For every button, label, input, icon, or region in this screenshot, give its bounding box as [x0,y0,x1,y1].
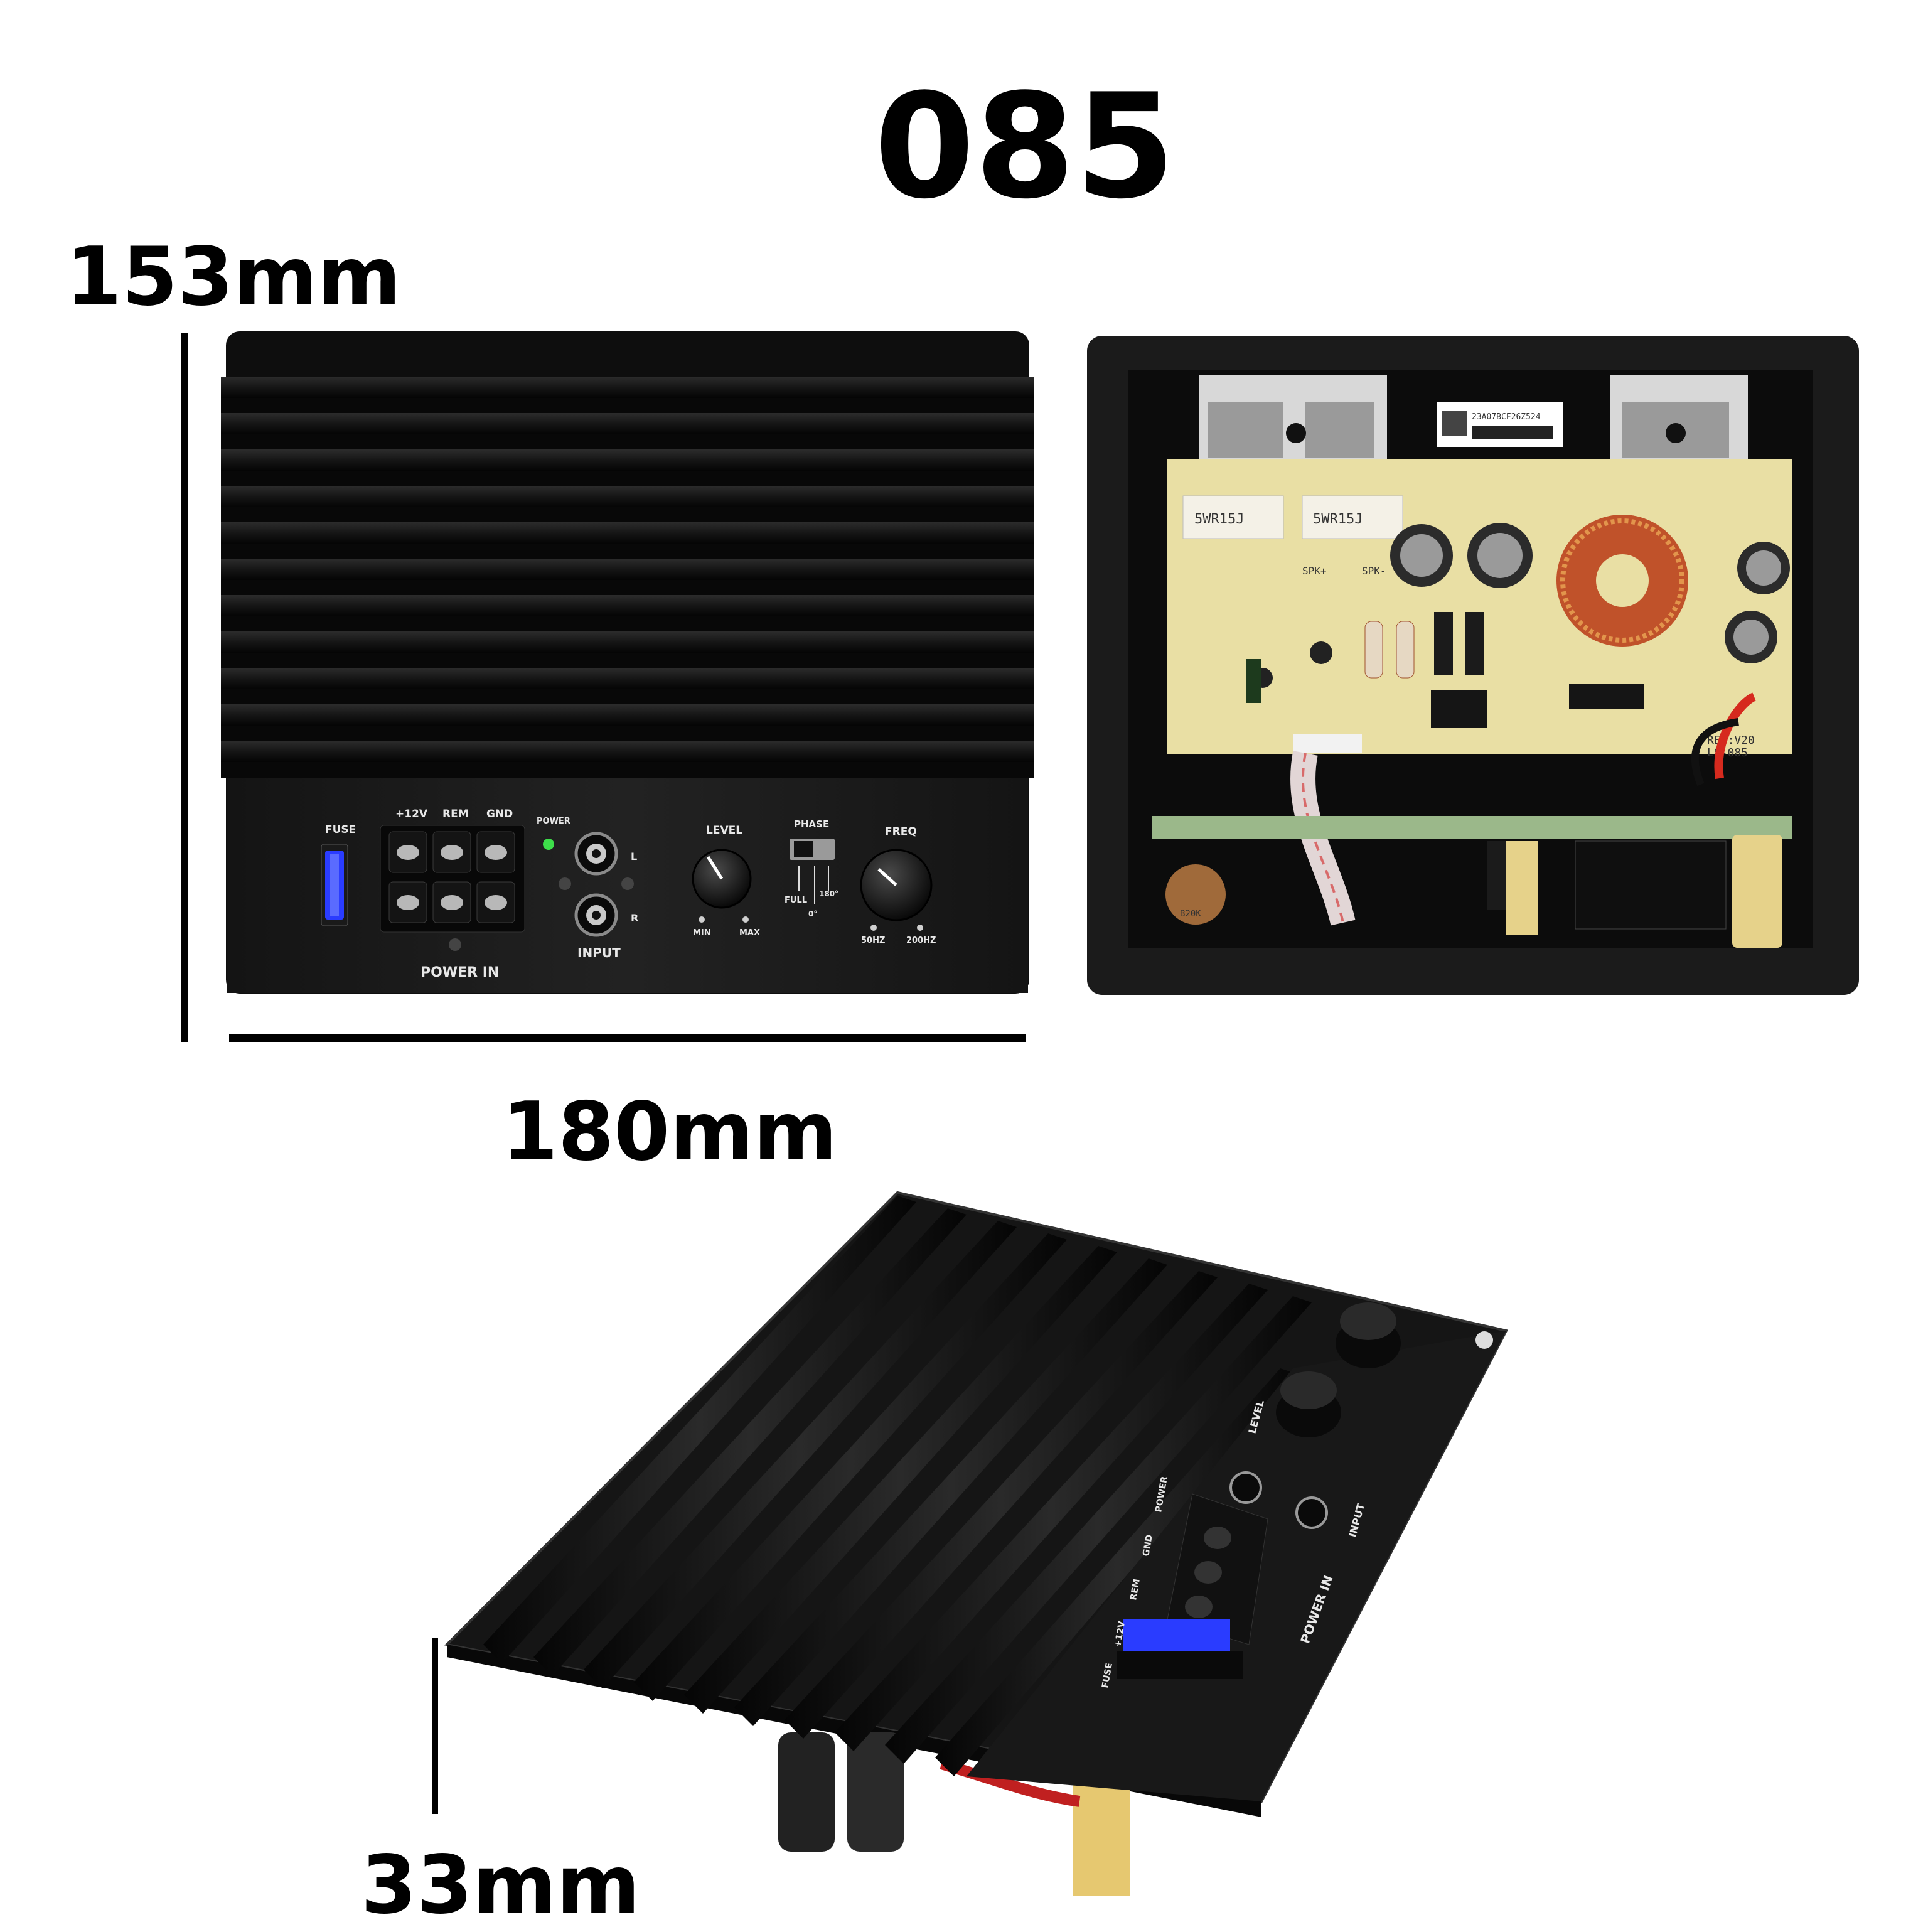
resistor-small [1364,621,1383,679]
width-dimension-line [229,1034,1026,1042]
toroid-inductor [1556,515,1688,647]
ic-chip [1569,684,1644,709]
plus12v-label-angled: +12V [1113,1620,1127,1648]
control-pcb [1152,816,1792,839]
resistor-small [1396,621,1415,679]
power-resistor-2: 5WR15J [1302,495,1403,539]
rca-input-angled[interactable] [1295,1496,1328,1529]
plus12v-label: +12V [395,808,428,820]
capacitor-underside [847,1732,904,1852]
gnd-label-angled: GND [1141,1534,1155,1557]
transistor-bracket-left [1199,375,1387,463]
fuse-holder [1506,841,1538,935]
heatsink-fins-angled [483,1196,1312,1776]
pot-text: B20K [1180,909,1201,919]
diode [1465,612,1484,675]
barcode-sticker: 23A07BCF26Z524 [1437,402,1563,447]
input-label: INPUT [577,945,621,960]
gnd-label: GND [486,808,513,820]
height-dimension-label: 153mm [66,230,401,324]
freq-knob-angled[interactable] [1336,1302,1401,1368]
wire-connector [1293,734,1362,753]
resistor1-text: 5WR15J [1194,512,1244,527]
power-terminal-angled[interactable] [1167,1493,1268,1645]
rca-input-left[interactable] [574,832,618,876]
power-in-label: POWER IN [420,965,499,980]
terminal-block-rear [1575,840,1727,930]
capacitor [1246,659,1261,703]
freq-200hz-label: 200HZ [906,936,936,945]
diode [1434,612,1453,675]
regulator-chip [1431,690,1487,728]
barcode-text: 23A07BCF26Z524 [1472,412,1541,422]
freq-label: FREQ [885,825,917,838]
left-channel-label: L [631,851,637,862]
depth-dimension-line [432,1638,438,1814]
rca-input-right[interactable] [574,893,618,937]
fuse-label-angled: FUSE [1100,1662,1115,1689]
power-terminal-block[interactable] [380,825,525,933]
level-label: LEVEL [706,824,742,837]
fuse-label: FUSE [325,824,356,836]
height-dimension-line [181,333,188,1042]
capacitor [1310,641,1332,664]
level-min-label: MIN [693,928,711,938]
product-model-title: 085 [874,63,1176,231]
phase-0-label: 0° [808,910,817,918]
power-led-label: POWER [537,817,570,826]
phase-label: PHASE [794,818,829,830]
depth-dimension-label: 33mm [361,1838,640,1932]
spk-minus-text: SPK- [1362,565,1386,577]
capacitor-underside [778,1732,835,1852]
rem-label: REM [442,808,469,820]
power-led-icon [543,839,554,850]
freq-50hz-label: 50HZ [861,936,885,945]
mount-hole [1475,1331,1493,1349]
phase-full-label: FULL [785,896,807,905]
potentiometer [1165,864,1226,925]
phase-switch[interactable] [790,839,835,860]
level-knob[interactable] [692,849,752,909]
fuse-angled[interactable] [1117,1619,1243,1679]
fuse-icon[interactable] [321,844,348,926]
spk-plus-text: SPK+ [1302,565,1327,577]
phase-180-label: 180° [819,889,838,898]
level-max-label: MAX [739,928,760,938]
terminal-underside [1073,1783,1130,1896]
rear-component [1732,835,1782,948]
right-channel-label: R [631,912,638,924]
transistor-bracket-right [1610,375,1748,463]
level-knob-angled[interactable] [1276,1371,1341,1437]
rem-label-angled: REM [1128,1578,1142,1601]
power-resistor-1: 5WR15J [1182,495,1284,539]
width-dimension-label: 180mm [502,1085,837,1179]
resistor2-text: 5WR15J [1313,512,1363,527]
rca-input-angled[interactable] [1229,1471,1262,1504]
heatsink-fins [221,377,1034,762]
freq-knob[interactable] [860,849,933,921]
